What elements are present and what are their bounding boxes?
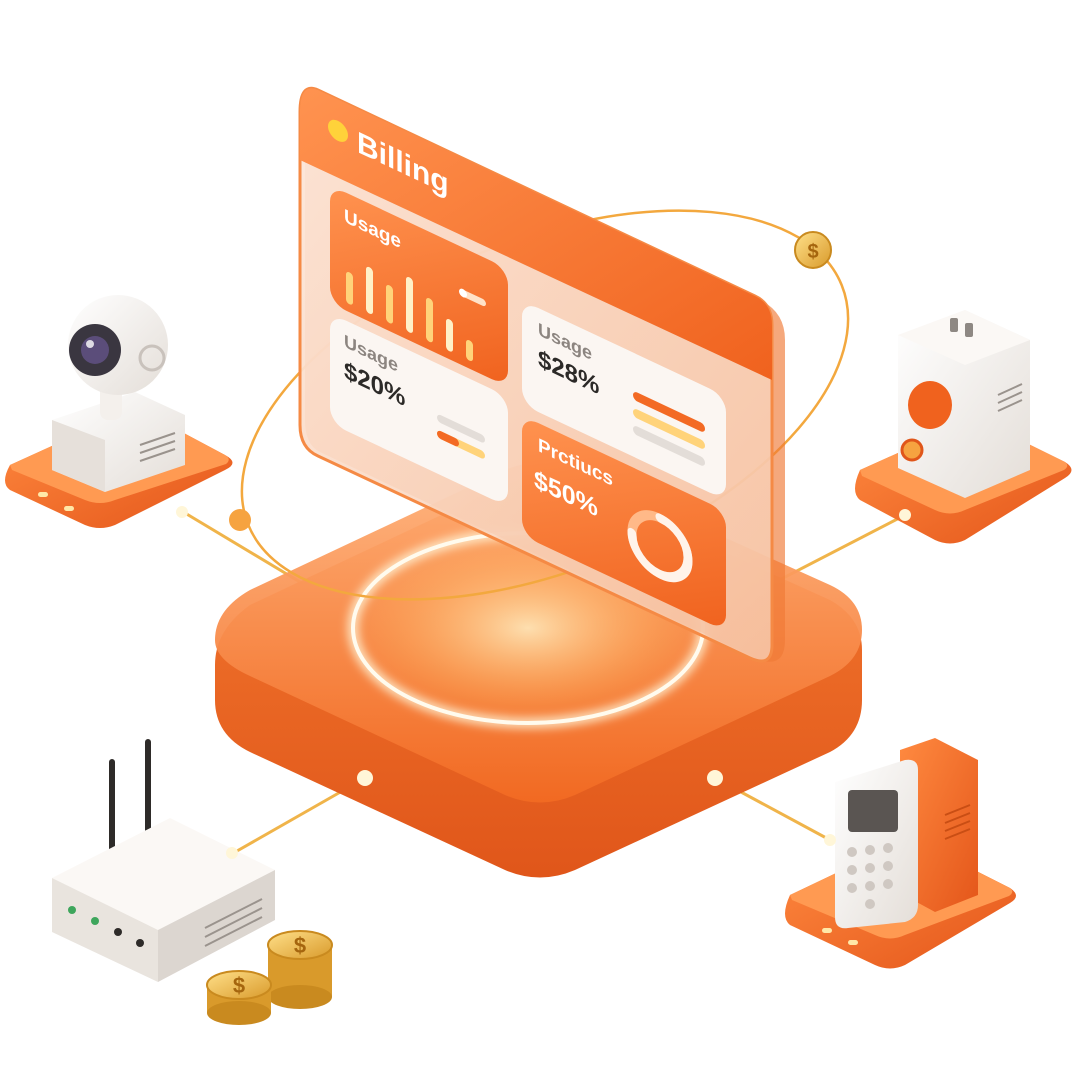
router-led-4 (136, 939, 144, 947)
smart-plug-device (855, 310, 1072, 544)
coin-stack-back: $ (267, 930, 333, 1009)
usage-bar (406, 276, 413, 333)
router-led-3 (114, 928, 122, 936)
usage-bar (466, 339, 473, 362)
status-dot-icon (328, 119, 348, 142)
usage-bars (346, 266, 473, 362)
plug-power-button-icon (908, 381, 952, 429)
orbit-coin-icon: $ (794, 231, 832, 269)
svg-text:$: $ (294, 933, 306, 958)
coin-stack-icon: $ $ (206, 930, 333, 1025)
plug-slot-2 (965, 323, 973, 337)
camera-node-light (176, 506, 188, 518)
security-camera-device (5, 295, 233, 528)
plug-node-light (899, 509, 911, 521)
plug-slot-1 (950, 318, 958, 332)
usage-bar (386, 284, 393, 324)
camera-base-light-2 (64, 506, 74, 511)
usage-card-28-bar-3 (633, 426, 705, 466)
coin-stack-front: $ (206, 970, 272, 1025)
router-node-light (226, 847, 238, 859)
platform-light-left (357, 770, 373, 786)
usage-card-28-bar-2 (633, 409, 705, 449)
usage-bar (366, 266, 373, 315)
toggle-knob (459, 288, 467, 298)
donut-progress (627, 510, 693, 583)
router-led-1 (68, 906, 76, 914)
usage-card-20 (330, 318, 508, 501)
platform-light-right (707, 770, 723, 786)
terminal-base-light-1 (822, 928, 832, 933)
terminal-base-light-2 (848, 940, 858, 945)
terminal-keypad (847, 843, 893, 909)
svg-text:$: $ (807, 241, 818, 263)
orbit-bead (229, 509, 251, 531)
usage-chart-card (330, 190, 508, 381)
billing-dashboard-panel: Billing Usage Usage $28% Usage $20% Prct… (298, 86, 785, 663)
wifi-router-device (52, 739, 275, 982)
svg-text:$: $ (233, 973, 245, 998)
usage-card-28-bar-1 (633, 392, 705, 432)
payment-terminal-device (785, 738, 1016, 969)
usage-card-20-bar-1 (437, 414, 485, 443)
usage-card-20-bar-2-fill (437, 430, 459, 447)
terminal-node-light (824, 834, 836, 846)
router-led-2 (91, 917, 99, 925)
terminal-screen (848, 790, 898, 832)
usage-bar (346, 271, 353, 305)
usage-bar (446, 318, 453, 352)
usage-bar (426, 297, 433, 343)
camera-base-light-1 (38, 492, 48, 497)
